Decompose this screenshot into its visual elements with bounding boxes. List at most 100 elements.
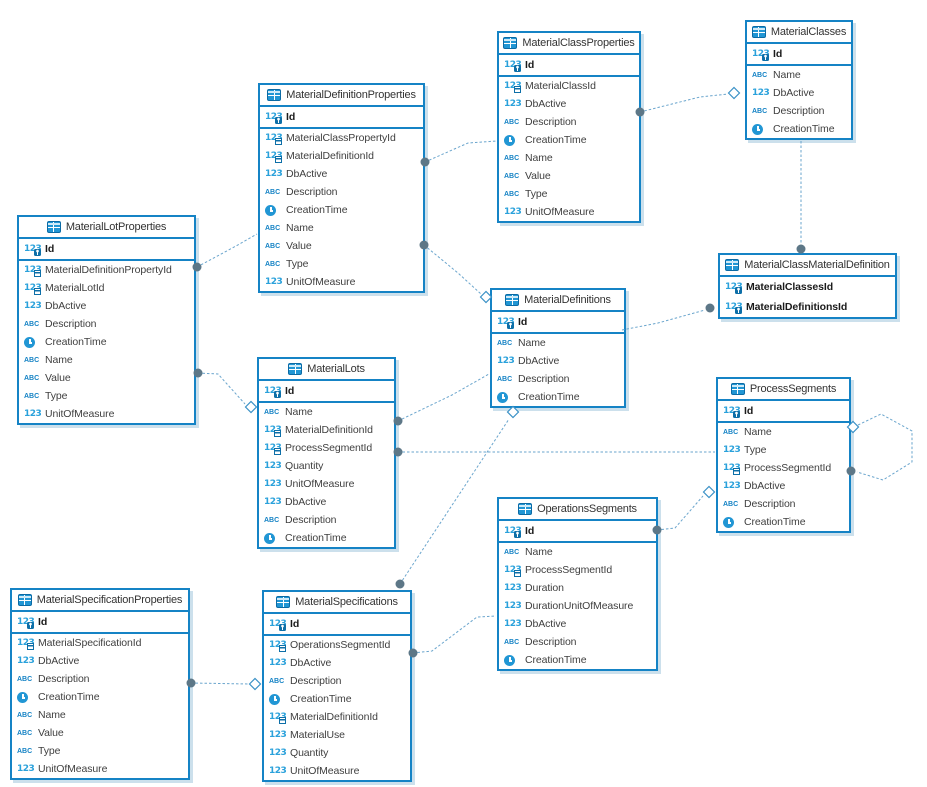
table-header[interactable]: MaterialClasses <box>747 22 851 44</box>
field-row-creationtime[interactable]: CreationTime <box>718 513 849 531</box>
relationship-line-11[interactable] <box>412 615 497 654</box>
relationship-line-8[interactable] <box>621 309 706 331</box>
field-row-creationtime[interactable]: CreationTime <box>747 120 851 138</box>
field-row-creationtime[interactable]: CreationTime <box>499 131 639 149</box>
table-header[interactable]: MaterialClassProperties <box>499 33 639 55</box>
table-header[interactable]: MaterialDefinitionProperties <box>260 85 423 107</box>
relationship-line-13[interactable] <box>190 682 250 685</box>
field-row-creationtime[interactable]: CreationTime <box>19 333 194 351</box>
table-header[interactable]: MaterialLotProperties <box>19 217 194 239</box>
field-row-creationtime[interactable]: CreationTime <box>12 688 188 706</box>
relationship-line-0[interactable] <box>639 93 729 113</box>
field-row-creationtime[interactable]: CreationTime <box>260 201 423 219</box>
table-header[interactable]: MaterialLots <box>259 359 394 381</box>
relationship-line-5[interactable] <box>397 373 490 422</box>
field-row-creationtime[interactable]: CreationTime <box>259 529 394 547</box>
relationship-line-1[interactable] <box>424 140 498 163</box>
relationship-line-12[interactable] <box>399 418 510 585</box>
relationship-line-3[interactable] <box>196 233 258 268</box>
relationship-line-9[interactable] <box>856 413 913 481</box>
field-row-creationtime[interactable]: CreationTime <box>499 651 656 669</box>
field-row-creationtime[interactable]: CreationTime <box>264 690 410 708</box>
table-header[interactable]: OperationsSegments <box>499 499 656 521</box>
table-header[interactable]: MaterialSpecifications <box>264 592 410 614</box>
